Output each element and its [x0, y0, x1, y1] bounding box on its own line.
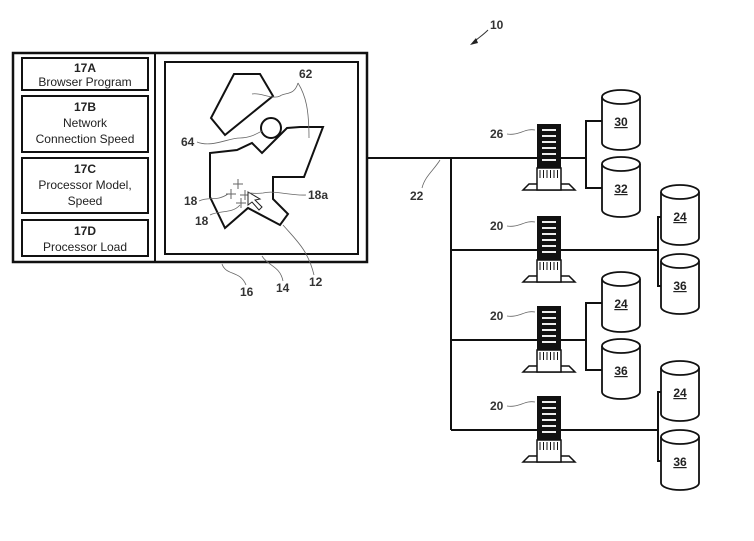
- attribute-label: Processor Model,: [38, 178, 131, 192]
- database-ref-label: 36: [673, 279, 687, 293]
- device-leader: [221, 263, 247, 286]
- db-connector-server-3: [585, 302, 603, 371]
- figure-ref-arrowhead: [470, 38, 478, 45]
- attribute-box-17d: 17D Processor Load: [21, 219, 149, 257]
- server-ref-label: 20: [490, 219, 504, 233]
- device-ref-label: 16: [240, 285, 254, 299]
- database-cylinder-icon: 30: [601, 89, 641, 151]
- map-shape-upper: [209, 73, 275, 137]
- circle-leader: [196, 130, 263, 145]
- server-tower-icon: [521, 396, 577, 463]
- attribute-label: Speed: [68, 194, 103, 208]
- shapes-leader-2: [297, 82, 310, 139]
- display-area-ref-label: 12: [309, 275, 323, 289]
- database-cylinder-icon: 36: [601, 338, 641, 400]
- server-tower-icon: [521, 124, 577, 191]
- server-leader: [506, 401, 536, 407]
- map-shape-lower: [209, 126, 325, 230]
- database-cylinder-icon: 24: [601, 271, 641, 333]
- database-group: 30 32 24 36 24 36 24 36: [601, 89, 700, 491]
- marker-ref-label-2: 18: [195, 214, 209, 228]
- shapes-ref-label: 62: [299, 67, 313, 81]
- shapes-leader-1: [251, 82, 299, 98]
- server-ref-label: 26: [490, 127, 504, 141]
- attribute-label: Connection Speed: [36, 132, 135, 146]
- database-ref-label: 32: [614, 182, 628, 196]
- cursor-leader: [247, 191, 307, 196]
- attribute-box-17a: 17A Browser Program: [21, 57, 149, 91]
- attribute-id: 17D: [74, 224, 96, 238]
- database-cylinder-icon: 24: [660, 360, 700, 422]
- marker-leader-2: [209, 204, 241, 216]
- database-cylinder-icon: 36: [660, 253, 700, 315]
- circle-ref-label: 64: [181, 135, 195, 149]
- server-leader: [506, 221, 536, 227]
- database-ref-label: 30: [614, 115, 628, 129]
- screen-leader: [261, 255, 284, 282]
- attribute-box-17c: 17C Processor Model, Speed: [21, 157, 149, 214]
- display-screen: [164, 61, 359, 255]
- display-area-leader: [282, 224, 315, 276]
- mouse-cursor-icon: [247, 191, 263, 211]
- marker-leader-1: [198, 193, 229, 202]
- network-leader: [421, 159, 441, 189]
- attribute-label: Processor Load: [43, 240, 127, 254]
- marker-ref-label: 18: [184, 194, 198, 208]
- server-ref-label: 20: [490, 309, 504, 323]
- network-ref-label: 22: [410, 189, 424, 203]
- figure-ref-label: 10: [490, 18, 504, 32]
- database-ref-label: 24: [673, 210, 687, 224]
- database-ref-label: 36: [673, 455, 687, 469]
- screen-ref-label: 14: [276, 281, 290, 295]
- database-ref-label: 24: [673, 386, 687, 400]
- database-ref-label: 36: [614, 364, 628, 378]
- database-cylinder-icon: 32: [601, 156, 641, 218]
- database-cylinder-icon: 36: [660, 429, 700, 491]
- server-ref-label: 20: [490, 399, 504, 413]
- circle-marker: [260, 117, 282, 139]
- database-ref-label: 24: [614, 297, 628, 311]
- attribute-box-17b: 17B Network Connection Speed: [21, 95, 149, 153]
- server-group: 26 20 20 20: [490, 124, 577, 463]
- attribute-id: 17B: [74, 100, 96, 114]
- attribute-id: 17A: [74, 61, 96, 75]
- db-connector-server-1: [585, 120, 603, 189]
- database-cylinder-icon: 24: [660, 184, 700, 246]
- attribute-label: Network: [63, 116, 108, 130]
- server-leader: [506, 129, 536, 135]
- server-tower-icon: [521, 306, 577, 373]
- cursor-ref-label: 18a: [308, 188, 328, 202]
- server-leader: [506, 311, 536, 317]
- attribute-label: Browser Program: [38, 75, 131, 89]
- attribute-id: 17C: [74, 162, 96, 176]
- server-tower-icon: [521, 216, 577, 283]
